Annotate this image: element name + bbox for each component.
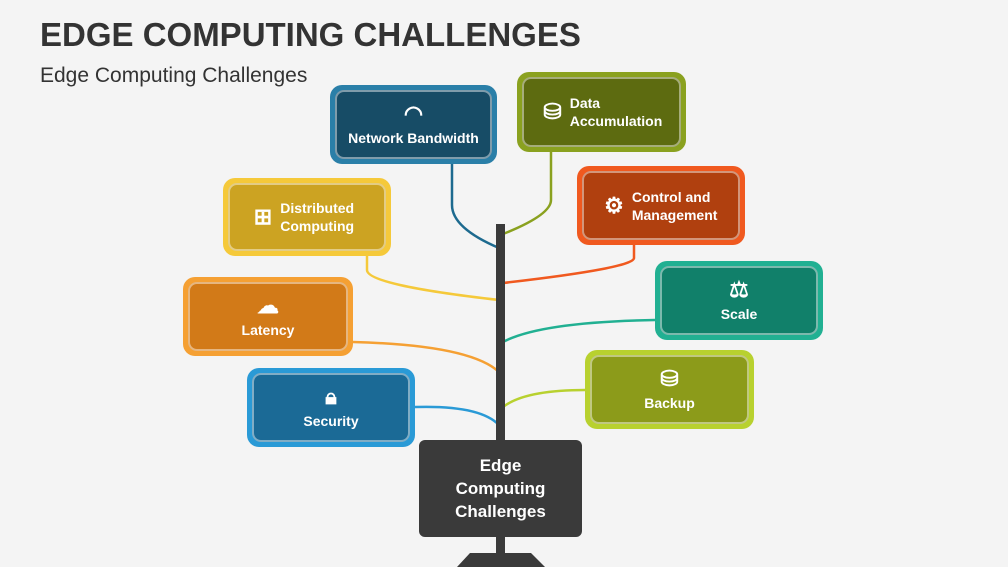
- connector-data-accumulation: [502, 152, 553, 236]
- card-label: Network Bandwidth: [348, 129, 479, 146]
- card-label: Data Accumulation: [569, 95, 663, 129]
- lock-icon: 🔒︎: [325, 383, 337, 409]
- backup-icon: ⛁: [660, 365, 679, 391]
- card-scale[interactable]: ⚖ Scale: [655, 261, 823, 340]
- page-subtitle: Edge Computing Challenges: [40, 64, 308, 87]
- center-label: Edge Computing Challenges: [455, 456, 546, 521]
- card-label: Latency: [241, 321, 295, 338]
- connector-latency: [352, 340, 500, 373]
- card-label: Control and Management: [631, 188, 718, 223]
- gear-dollar-icon: ⚙: [604, 192, 624, 218]
- card-control-management[interactable]: ⚙ Control and Management: [577, 166, 745, 245]
- network-icon: ⊞: [253, 204, 273, 229]
- card-label: Distributed Computing: [280, 200, 355, 234]
- connector-network-bandwidth: [450, 164, 500, 250]
- card-label: Scale: [720, 305, 758, 322]
- card-network-bandwidth[interactable]: ◠ Network Bandwidth: [330, 85, 497, 164]
- card-security[interactable]: 🔒︎ Security: [247, 368, 415, 447]
- center-box: Edge Computing Challenges: [419, 440, 582, 537]
- gauge-icon: ◠: [403, 100, 424, 126]
- tree-trunk: [496, 224, 505, 442]
- connector-distributed-computing: [365, 256, 500, 302]
- connector-backup: [502, 388, 586, 409]
- connector-scale: [502, 318, 656, 344]
- stand-pole: [496, 535, 505, 555]
- card-backup[interactable]: ⛁ Backup: [585, 350, 754, 429]
- card-label: Security: [303, 412, 359, 429]
- stand-base: [457, 553, 545, 567]
- card-label: Backup: [644, 394, 695, 411]
- scale-icon: ⚖: [729, 276, 749, 302]
- connector-control-management: [502, 245, 636, 285]
- database-icon: ⛁: [543, 99, 562, 124]
- card-data-accumulation[interactable]: ⛁ Data Accumulation: [517, 72, 686, 152]
- cloud-icon: ☁: [257, 292, 279, 318]
- card-distributed-computing[interactable]: ⊞ Distributed Computing: [223, 178, 391, 256]
- page-title: EDGE COMPUTING CHALLENGES: [40, 16, 581, 53]
- connector-security: [414, 405, 500, 426]
- card-latency[interactable]: ☁ Latency: [183, 277, 353, 356]
